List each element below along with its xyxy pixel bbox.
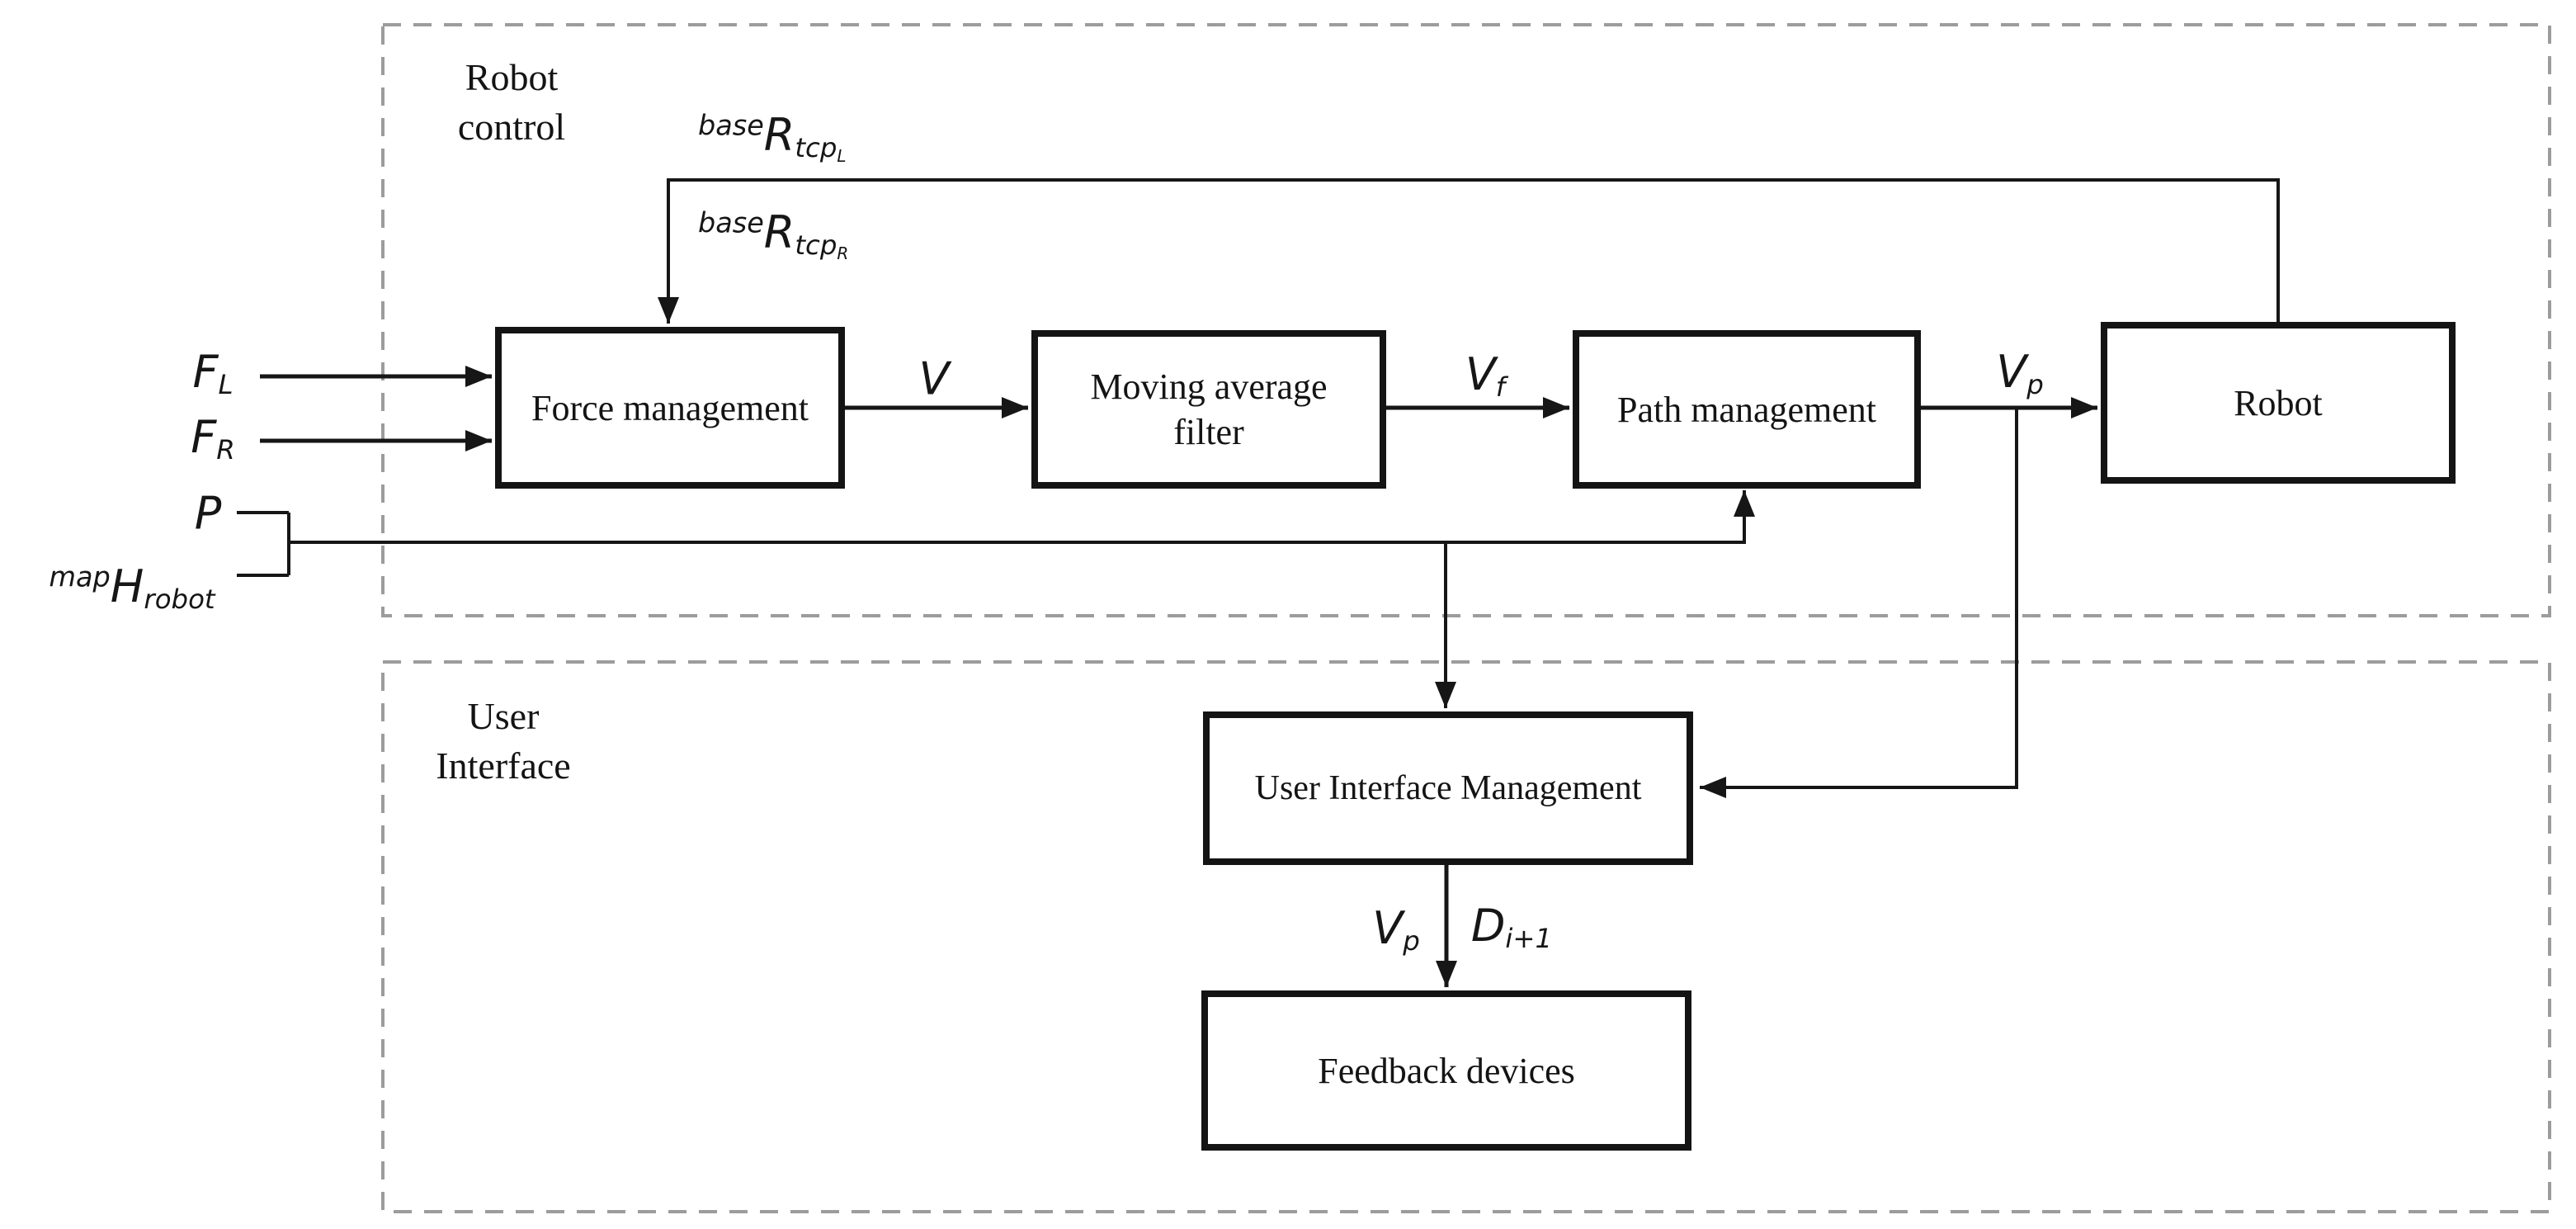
p-main: P [194,487,222,540]
robot-feedback-loop [658,178,2280,324]
base-r-tcp-l-sup: base [698,109,764,142]
d-i-plus-1-sub: i+1 [1505,923,1553,955]
v-f-sub: f [1495,371,1506,404]
region-user-interface-border [381,660,2551,1213]
block-force-management: Force management [495,327,845,489]
signal-label-p: P [195,488,222,540]
signal-label-v-p: Vp [1996,346,2044,400]
v-p-out-sub: p [1403,925,1420,957]
feedback-devices-label: Feedback devices [1318,1050,1575,1091]
signal-label-v-f: Vf [1465,348,1505,403]
signal-label-base-r-tcp-l: baseRtcpL [698,109,847,166]
v-main: V [918,352,950,405]
base-r-tcp-l-main: R [763,109,795,161]
user-interface-management-label: User Interface Management [1254,768,1642,807]
map-h-robot-main: H [110,560,144,612]
robot-control-line2: control [457,105,566,148]
signal-label-v: V [919,353,950,405]
robot-control-line1: Robot [465,56,559,98]
moving-average-filter-label-line1: Moving average [1090,366,1328,407]
f-left-sub: L [218,369,234,401]
region-label-user-interface: User Interface [363,692,644,791]
v-p-branch-to-uim [1700,408,2018,798]
region-label-robot-control: Robot control [371,53,652,152]
signal-label-d-i-plus-1: Di+1 [1471,900,1552,954]
block-moving-average-filter: Moving average filter [1031,330,1386,489]
p-line-to-path-management [289,490,1755,544]
f-right-sub: R [216,434,235,466]
robot-label: Robot [2234,382,2323,423]
force-management-label: Force management [531,387,809,428]
f-right-main: F [191,410,217,463]
f-left-main: F [192,345,219,398]
base-r-tcp-l-sub: tcpL [795,132,847,167]
map-h-robot-sub: robot [144,584,215,616]
user-interface-line2: Interface [436,744,571,787]
d-i-plus-1-main: D [1470,899,1506,952]
map-h-robot-sup: map [49,560,111,593]
user-interface-line1: User [467,695,540,737]
v-p-sub: p [2026,369,2044,401]
block-path-management: Path management [1573,330,1921,489]
signal-label-f-right: FR [191,411,235,466]
base-r-tcp-r-main: R [763,206,795,258]
block-feedback-devices: Feedback devices [1201,990,1691,1151]
region-robot-control-border [381,23,2551,617]
v-p-main: V [1996,345,2027,398]
block-robot: Robot [2101,322,2456,484]
p-h-bracket [237,511,290,577]
signal-label-f-left: FL [192,346,233,400]
base-r-tcp-r-sup: base [698,206,764,239]
base-r-tcp-r-sub: tcpR [795,229,849,264]
signal-label-map-h-robot: mapHrobot [49,560,215,615]
base-r-tcp-l-sub-text: tcp [795,132,837,164]
base-r-tcp-r-subsub: R [837,243,849,264]
base-r-tcp-r-sub-text: tcp [795,229,837,262]
signal-label-v-p-out: Vp [1372,902,1420,957]
signal-label-base-r-tcp-r: baseRtcpR [698,206,848,263]
v-p-out-main: V [1372,901,1404,954]
path-management-label: Path management [1616,389,1876,430]
v-f-main: V [1465,347,1496,400]
base-r-tcp-l-subsub: L [837,146,847,167]
moving-average-filter-label-line2: filter [1173,412,1244,452]
block-user-interface-management: User Interface Management [1203,711,1693,865]
